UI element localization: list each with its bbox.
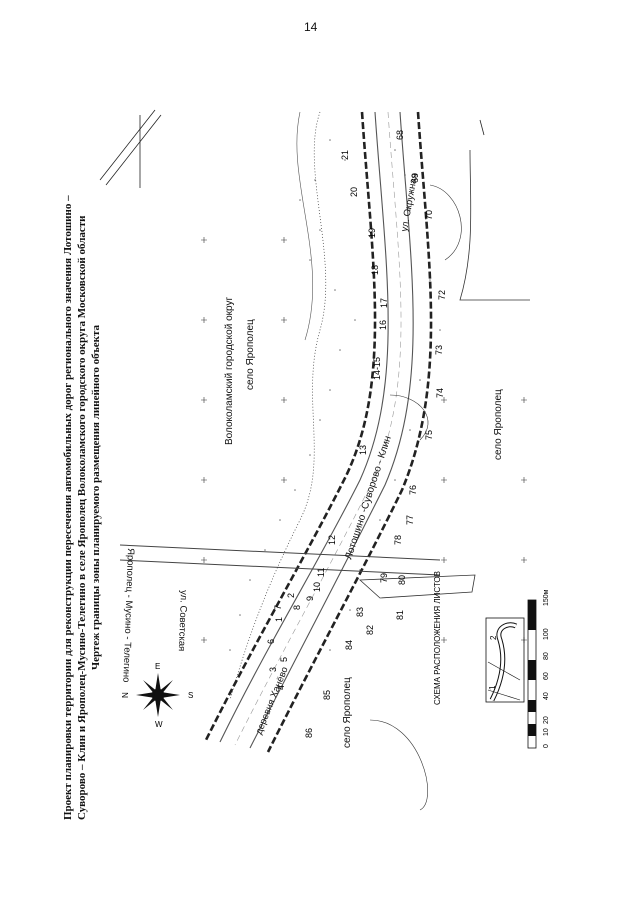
main-road-edge-right xyxy=(249,111,414,749)
sheets-scheme: 1 2 СХЕМА РАСПОЛОЖЕНИЯ ЛИСТОВ xyxy=(433,571,525,705)
scheme-frame xyxy=(485,617,525,703)
village-bottom-label: село Ярополец xyxy=(493,389,504,460)
point-label: 14-15 xyxy=(372,357,382,380)
point-label: 3 xyxy=(268,667,278,672)
point-label: 21 xyxy=(340,150,350,160)
point-label: 68 xyxy=(395,130,405,140)
scale-tick: 10 xyxy=(543,728,550,736)
point-label: 83 xyxy=(355,607,365,617)
scale-tick: 80 xyxy=(543,652,550,660)
cross-road-label: Ярополец - Мусино - Телегино xyxy=(120,548,136,683)
terrain-boundary xyxy=(229,111,327,701)
point-label: 19 xyxy=(367,228,377,238)
field-boundary xyxy=(296,111,313,341)
district-label: Волоколамский городской округ xyxy=(224,297,235,445)
point-label: 74 xyxy=(435,388,445,398)
point-label: 11 xyxy=(316,568,326,577)
parcel-boundary xyxy=(459,149,530,301)
point-label: 17 xyxy=(379,298,389,308)
point-label: 86 xyxy=(304,728,314,738)
point-label: 79 xyxy=(379,573,389,583)
village-center-label: село Ярополец xyxy=(245,319,256,390)
cross-road-edge xyxy=(119,559,441,576)
scheme-road-inner xyxy=(490,623,517,701)
point-label: 13 xyxy=(358,445,368,455)
point-label: 69 xyxy=(410,173,420,183)
scale-tick: 20 xyxy=(543,716,550,724)
point-label: 2 xyxy=(286,593,296,598)
compass-s: S xyxy=(188,691,193,700)
terrain-hatch xyxy=(229,139,441,651)
point-label: 5 xyxy=(279,657,289,662)
zone-boundary-left xyxy=(204,111,377,741)
village-left-label: село Ярополец xyxy=(342,677,353,748)
point-label: 6 xyxy=(266,639,276,644)
compass-n: N xyxy=(121,692,130,698)
point-label: 78 xyxy=(393,535,403,545)
point-label: 7 xyxy=(273,605,283,610)
frame-mark xyxy=(479,119,485,136)
scale-tick: 60 xyxy=(543,672,550,680)
point-label: 82 xyxy=(365,625,375,635)
scale-tick: 0 xyxy=(543,744,550,748)
point-label: 8 xyxy=(292,605,302,610)
circle-marker xyxy=(429,184,462,261)
village-khanevo-label: деревня Ханёво xyxy=(254,665,291,736)
street-sovetskaya-label: ул. Советская xyxy=(176,590,189,652)
cross-road-spur xyxy=(359,574,476,599)
main-road-axis xyxy=(234,111,402,746)
point-label: 73 xyxy=(434,345,444,355)
scale-tick: 40 xyxy=(543,692,550,700)
point-label: 77 xyxy=(405,515,415,525)
cross-road-edge xyxy=(119,544,441,561)
compass-e: E xyxy=(155,662,160,671)
point-label: 16 xyxy=(378,320,388,330)
point-label: 12 xyxy=(327,535,337,545)
zone-boundary-right xyxy=(266,111,433,753)
point-label: 4 xyxy=(276,685,286,690)
scale-bar: 0 10 20 40 60 80 100 150м xyxy=(527,589,550,749)
point-label: 80 xyxy=(397,575,407,585)
point-label: 72 xyxy=(437,290,447,300)
scale-tick: 100 xyxy=(543,628,550,640)
point-label: 18 xyxy=(370,265,380,275)
page-number: 14 xyxy=(304,20,318,34)
point-label: 20 xyxy=(349,187,359,197)
point-label: 9 xyxy=(305,596,315,601)
diagonal-boundary xyxy=(99,109,156,181)
point-label: 75 xyxy=(424,430,434,440)
compass-w: W xyxy=(155,720,163,729)
parcel-boundary xyxy=(369,719,428,811)
point-label: 81 xyxy=(395,610,405,620)
main-road-edge-left xyxy=(219,111,389,743)
scheme-title: СХЕМА РАСПОЛОЖЕНИЯ ЛИСТОВ xyxy=(433,571,442,705)
circle-marker xyxy=(389,394,429,441)
point-label: 85 xyxy=(322,690,332,700)
point-label: 84 xyxy=(344,640,354,650)
point-label: 76 xyxy=(408,485,418,495)
scheme-sheet-1: 1 xyxy=(488,685,497,690)
point-label: 70 xyxy=(424,210,434,220)
grid-crosses xyxy=(201,237,527,643)
point-label: 1 xyxy=(274,617,284,622)
diagonal-boundary xyxy=(105,114,162,186)
compass-rose: N S W E xyxy=(121,662,193,729)
point-label: 10 xyxy=(312,582,322,592)
scheme-sheet-2: 2 xyxy=(489,635,498,640)
scale-tick: 150м xyxy=(543,589,550,606)
